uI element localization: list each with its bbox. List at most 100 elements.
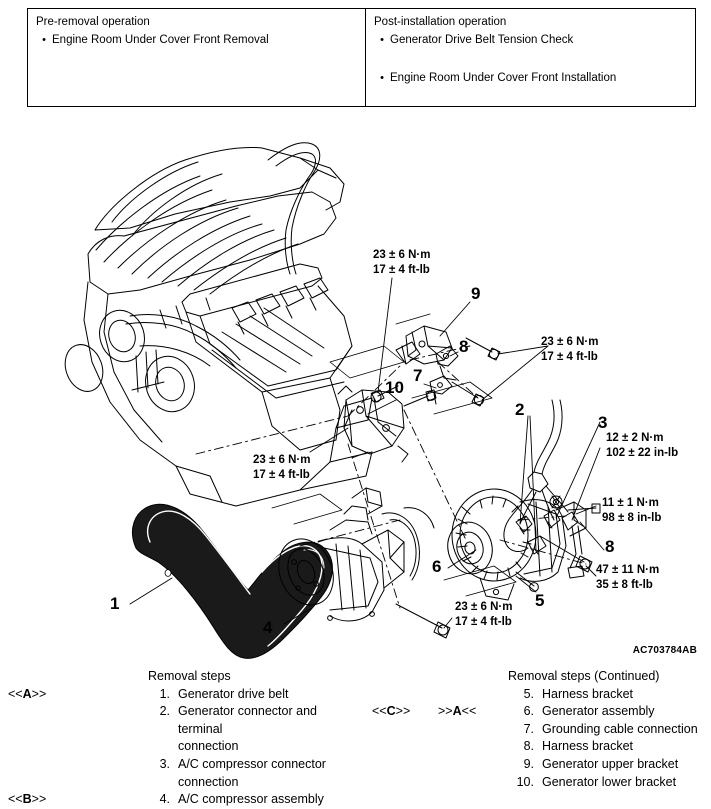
callout-3: 3 xyxy=(598,413,607,432)
engine-block-illustration xyxy=(64,142,373,507)
step-text: Generator upper bracket xyxy=(542,756,679,771)
figure-reference-code: AC703784AB xyxy=(632,645,697,656)
mark-b: <<B>> xyxy=(8,792,47,807)
callout-4: 4 xyxy=(263,618,273,637)
step-number: 5. xyxy=(523,686,534,701)
legend-row-continuation: . connection xyxy=(0,738,360,756)
mark-a: <<A>> xyxy=(8,686,47,701)
assembly-axis-lines xyxy=(195,345,587,609)
legend-row: 10. Generator lower bracket xyxy=(360,774,711,792)
legend-column-left: Removal steps <<A>> 1. Generator drive b… xyxy=(0,668,360,809)
callout-5: 5 xyxy=(535,591,544,610)
torque-terminal-imperial: 98 ± 8 in-lb xyxy=(602,512,661,524)
callout-8b: 8 xyxy=(605,537,614,556)
torque-compressor-nm: 23 ± 6 N·m xyxy=(455,601,512,613)
connector-2b xyxy=(527,535,547,555)
step-number: 9. xyxy=(523,756,534,771)
step-number: 6. xyxy=(523,704,534,719)
connector-2a xyxy=(515,515,533,533)
callout-8: 8 xyxy=(459,337,468,356)
leader-lines xyxy=(129,277,605,629)
mark-a-install: >>A<< xyxy=(438,704,477,719)
torque-mid-left-nm: 23 ± 6 N·m xyxy=(253,454,310,466)
through-bolt-generator xyxy=(539,535,593,573)
connector-3 xyxy=(543,509,561,529)
step-number: 2. xyxy=(159,704,170,719)
torque-mid-left-imperial: 17 ± 4 ft-lb xyxy=(253,469,310,481)
callout-10: 10 xyxy=(385,378,404,397)
step-text: A/C compressor connector xyxy=(178,756,326,771)
step-text: Generator connector and terminal xyxy=(178,704,317,736)
bullet-icon: • xyxy=(42,34,46,46)
step-text: Grounding cable connection xyxy=(542,721,698,736)
callout-6: 6 xyxy=(432,557,441,576)
legend-row: 9. Generator upper bracket xyxy=(360,756,711,774)
legend-heading-right: Removal steps (Continued) xyxy=(508,669,660,683)
legend-row: 3. A/C compressor connector xyxy=(0,756,360,774)
step-text: Generator lower bracket xyxy=(542,774,677,789)
bolt-compressor xyxy=(395,603,451,639)
generator-assembly xyxy=(447,488,587,601)
callout-1: 1 xyxy=(110,594,119,613)
step-text: Harness bracket xyxy=(542,686,634,701)
step-text-continuation: connection xyxy=(178,739,239,754)
step-number: 1. xyxy=(159,686,170,701)
bolt-lower-bracket xyxy=(403,389,437,407)
torque-upper-right-nm: 23 ± 6 N·m xyxy=(541,336,598,348)
torque-upper-left-imperial: 17 ± 4 ft-lb xyxy=(373,264,430,276)
step-text-continuation: connection xyxy=(178,774,239,789)
operations-table: Pre-removal operation • Engine Room Unde… xyxy=(27,8,696,107)
mark-c: <<C>> xyxy=(372,704,411,719)
legend-row: <<A>> 1. Generator drive belt xyxy=(0,686,360,704)
connector-terminal xyxy=(561,511,579,531)
legend-row: 8. Harness bracket xyxy=(360,738,711,756)
post-installation-item: • Generator Drive Belt Tension Check xyxy=(374,33,687,47)
step-number: 7. xyxy=(523,721,534,736)
legend-column-right: Removal steps (Continued) 5. Harness bra… xyxy=(360,668,711,791)
legend-row: 2. Generator connector and terminal xyxy=(0,703,360,738)
callout-7: 7 xyxy=(413,366,422,385)
torque-upper-right-imperial: 17 ± 4 ft-lb xyxy=(541,351,598,363)
legend-row: <<C>> >>A<< 6. Generator assembly xyxy=(360,703,711,721)
legend-row: <<B>> 4. A/C compressor assembly xyxy=(0,791,360,809)
pre-removal-item-label: Engine Room Under Cover Front Removal xyxy=(52,34,269,46)
post-installation-title: Post-installation operation xyxy=(374,16,507,28)
legend-row: 5. Harness bracket xyxy=(360,686,711,704)
bullet-icon: • xyxy=(380,34,384,46)
step-text: A/C compressor assembly xyxy=(178,792,324,807)
removal-steps-legend: Removal steps <<A>> 1. Generator drive b… xyxy=(0,668,711,806)
step-text: Generator drive belt xyxy=(178,686,289,701)
torque-compressor-imperial: 17 ± 4 ft-lb xyxy=(455,616,512,628)
generator-assembly-diagram: 1 2 3 4 5 6 7 8 8 9 10 23 ± 6 N·m 17 ± 4… xyxy=(0,110,711,660)
torque-generator-nm: 47 ± 11 N·m xyxy=(596,564,659,576)
generator-lower-bracket xyxy=(337,385,409,463)
step-number: 3. xyxy=(159,756,170,771)
bolt-upper-right-a xyxy=(465,337,501,361)
harness-bracket-8-upper xyxy=(435,345,459,381)
callout-2: 2 xyxy=(515,400,524,419)
bolt-terminal-right xyxy=(567,503,601,514)
torque-terminal-nm: 11 ± 1 N·m xyxy=(602,497,659,509)
generator-drive-belt xyxy=(132,503,333,659)
post-installation-item: • Engine Room Under Cover Front Installa… xyxy=(374,71,687,85)
callout-9: 9 xyxy=(471,284,480,303)
step-number: 8. xyxy=(523,739,534,754)
legend-heading-left: Removal steps xyxy=(148,669,231,683)
pre-removal-item: • Engine Room Under Cover Front Removal xyxy=(36,33,357,47)
bolt-upper-left xyxy=(370,385,399,403)
step-number: 4. xyxy=(159,792,170,807)
step-text: Generator assembly xyxy=(542,704,655,719)
torque-generator-imperial: 35 ± 8 ft-lb xyxy=(596,579,653,591)
legend-row: 7. Grounding cable connection xyxy=(360,721,711,739)
bolt-set xyxy=(370,337,601,639)
pre-removal-title: Pre-removal operation xyxy=(36,16,150,28)
post-installation-item-label: Generator Drive Belt Tension Check xyxy=(390,34,574,46)
step-number: 10. xyxy=(516,774,534,789)
exploded-guide-boxes xyxy=(271,313,517,597)
bullet-icon: • xyxy=(380,72,384,84)
post-installation-operation-cell: Post-installation operation • Generator … xyxy=(366,9,695,106)
legend-row-continuation: . connection xyxy=(0,774,360,792)
generator-wiring-harness xyxy=(503,399,585,579)
pre-removal-operation-cell: Pre-removal operation • Engine Room Unde… xyxy=(28,9,366,106)
torque-harness-imperial: 102 ± 22 in-lb xyxy=(606,447,678,459)
